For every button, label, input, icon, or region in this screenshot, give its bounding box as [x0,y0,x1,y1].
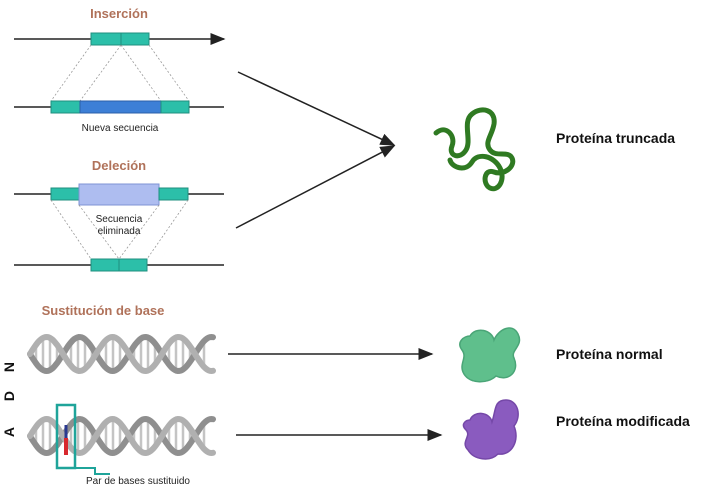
gene-segment-left [90,32,122,46]
side-letter-a: A [1,427,17,437]
helix-backbone [27,333,216,375]
insertion-panel: Inserción Nueva secuencia [14,6,226,134]
helix-backbone [27,333,216,375]
helix-backbone [27,415,216,457]
side-letter-d: D [1,391,17,401]
substituted-base-pair-callout: Par de bases sustituido [55,403,190,487]
deleted-sequence-label-line1: Secuencia [96,214,143,225]
normal-protein-label: Proteína normal [556,346,663,362]
insertion-guides [50,44,190,102]
modified-protein-icon [462,399,519,460]
helix-backbone [27,415,216,457]
substitution-title: Sustitución de base [42,303,165,318]
substituted-base-pair-label: Par de bases sustituido [86,476,190,487]
modified-protein-label: Proteína modificada [556,413,690,429]
dna-helix-icon [27,415,216,457]
dna-helix-icon [27,333,216,375]
deleted-sequence [78,183,160,206]
truncated-protein-label: Proteína truncada [556,130,675,146]
deleted-sequence-label-line2: eliminada [98,226,141,237]
inserted-sequence [79,100,162,114]
gene-segment-right [158,187,189,201]
deletion-title: Deleción [92,158,146,173]
arrow-icon [235,145,396,229]
truncated-protein-icon [433,107,516,192]
gene-segment-left [90,258,120,272]
arrow-icon [237,71,396,146]
normal-protein-icon [459,327,521,383]
insertion-title: Inserción [90,6,148,21]
callout-box [55,403,77,470]
side-letter-n: N [1,362,17,372]
gene-segment-right [118,258,148,272]
dna-side-label: A D N [1,362,17,437]
deletion-panel: Deleción Secuencia eliminada [14,158,224,272]
gene-segment-right [120,32,150,46]
gene-segment-right [160,100,190,114]
deletion-guides [50,199,189,260]
callout-leader [75,467,110,475]
gene-segment-left [50,100,81,114]
gene-segment-left [50,187,80,201]
inserted-sequence-label: Nueva secuencia [82,123,159,134]
